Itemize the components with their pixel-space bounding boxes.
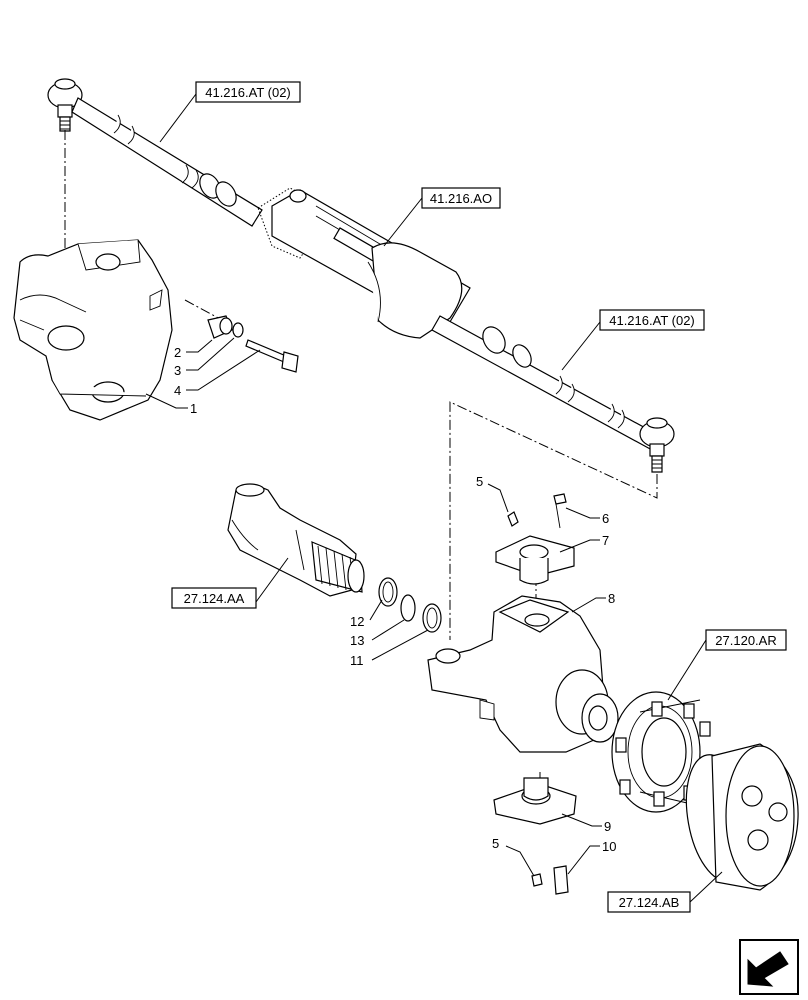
ref-label-axle-shaft: 27.124.AA: [184, 591, 245, 606]
callout-13: 13: [350, 619, 405, 648]
svg-text:7: 7: [602, 533, 609, 548]
callout-5-bottom: 5: [492, 836, 535, 877]
callout-12: 12: [350, 599, 383, 629]
ref-27-124-aa: 27.124.AA: [171, 557, 289, 609]
svg-text:5: 5: [492, 836, 499, 851]
planetary-carrier: [685, 743, 799, 891]
right-knuckle: [427, 595, 619, 753]
svg-text:1: 1: [190, 401, 197, 416]
callout-8: 8: [571, 591, 615, 613]
callout-6: 6: [565, 507, 609, 526]
ref-41-216-at-top: 41.216.AT (02): [159, 81, 301, 143]
svg-text:12: 12: [350, 614, 364, 629]
svg-text:4: 4: [174, 383, 181, 398]
svg-text:13: 13: [350, 633, 364, 648]
spacer-washer-bolt: [207, 315, 299, 373]
svg-text:9: 9: [604, 819, 611, 834]
ref-27-124-ab: 27.124.AB: [607, 871, 723, 913]
svg-text:11: 11: [350, 653, 364, 668]
callout-11: 11: [350, 629, 429, 668]
axle-shaft: [227, 483, 365, 597]
top-cap: [495, 493, 575, 585]
ref-label-tie-rod-right: 41.216.AT (02): [609, 313, 695, 328]
left-knuckle: [13, 239, 173, 421]
callout-9: 9: [561, 813, 611, 834]
callout-2: 2: [174, 339, 213, 360]
wheel-hub: [611, 691, 711, 813]
svg-text:8: 8: [608, 591, 615, 606]
steering-cylinder-assembly: [47, 78, 675, 473]
svg-text:6: 6: [602, 511, 609, 526]
bottom-cap: [493, 777, 577, 895]
ref-label-planetary-carrier: 27.124.AB: [619, 895, 680, 910]
ref-41-216-ao: 41.216.AO: [383, 187, 501, 247]
return-arrow-icon[interactable]: [739, 939, 799, 995]
callout-1: 1: [145, 393, 197, 416]
callout-5-top: 5: [476, 474, 509, 513]
ref-label-wheel-hub: 27.120.AR: [715, 633, 776, 648]
svg-text:2: 2: [174, 345, 181, 360]
o-ring-13: [400, 594, 416, 622]
ref-41-216-at-right: 41.216.AT (02): [561, 309, 705, 371]
svg-text:10: 10: [602, 839, 616, 854]
ref-label-steering-cylinder: 41.216.AO: [430, 191, 492, 206]
svg-text:5: 5: [476, 474, 483, 489]
callout-3: 3: [174, 337, 235, 378]
ref-27-120-ar: 27.120.AR: [667, 629, 787, 701]
right-ball-joint: [639, 417, 675, 473]
callout-7: 7: [559, 533, 609, 553]
callout-4: 4: [174, 349, 261, 398]
left-ball-joint: [47, 78, 83, 132]
ref-label-tie-rod-left: 41.216.AT (02): [205, 85, 291, 100]
callout-10: 10: [567, 839, 616, 875]
svg-text:3: 3: [174, 363, 181, 378]
